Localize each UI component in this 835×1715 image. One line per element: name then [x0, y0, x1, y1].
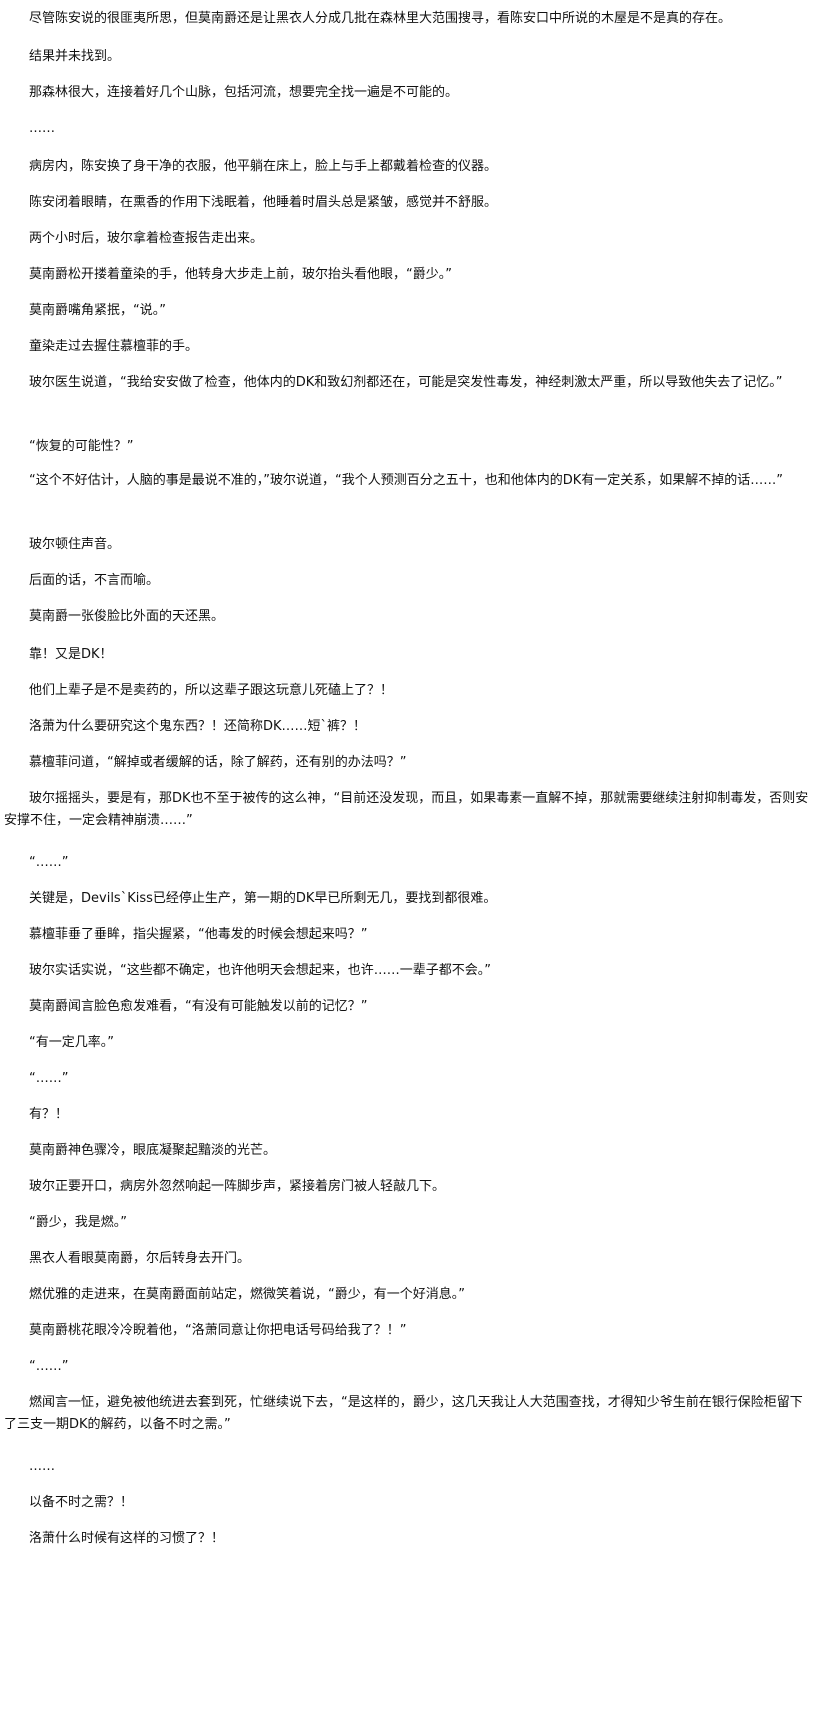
paragraph-text: 陈安闭着眼睛，在熏香的作用下浅眠着，他睡着时眉头总是紧皱，感觉并不舒服。: [29, 195, 498, 210]
paragraph-text: 莫南爵桃花眼冷冷睨着他，“洛萧同意让你把电话号码给我了？！”: [29, 1323, 407, 1338]
paragraph: 莫南爵闻言脸色愈发难看，“有没有可能触发以前的记忆？”: [29, 996, 815, 1018]
paragraph: 莫南爵神色骤冷，眼底凝聚起黯淡的光芒。: [29, 1140, 815, 1162]
paragraph: “有一定几率。”: [29, 1032, 815, 1054]
paragraph: 靠！又是DK！: [29, 644, 815, 666]
paragraph-text: 莫南爵嘴角紧抿，“说。”: [29, 303, 166, 318]
paragraph-text: 结果并未找到。: [29, 49, 121, 64]
paragraph: 两个小时后，玻尔拿着检查报告走出来。: [29, 228, 815, 250]
paragraph-text: 以备不时之需？！: [29, 1495, 134, 1510]
paragraph-text: ……: [29, 1459, 55, 1474]
paragraph-text: ……: [29, 121, 55, 136]
paragraph: 后面的话，不言而喻。: [29, 570, 815, 592]
paragraph: “……”: [29, 852, 815, 874]
paragraph: 玻尔摇摇头，要是有，那DK也不至于被传的这么神，“目前还没发现，而且，如果毒素一…: [4, 788, 815, 832]
paragraph: 以备不时之需？！: [29, 1492, 815, 1514]
paragraph-text: 黑衣人看眼莫南爵，尔后转身去开门。: [29, 1251, 251, 1266]
paragraph-text: 尽管陈安说的很匪夷所思，但莫南爵还是让黑衣人分成几批在森林里大范围搜寻，看陈安口…: [29, 11, 732, 26]
paragraph-text: “有一定几率。”: [29, 1035, 114, 1050]
paragraph: ……: [29, 118, 815, 140]
paragraph: 他们上辈子是不是卖药的，所以这辈子跟这玩意儿死磕上了？！: [29, 680, 815, 702]
paragraph-text: 他们上辈子是不是卖药的，所以这辈子跟这玩意儿死磕上了？！: [29, 683, 394, 698]
paragraph-text: 燃优雅的走进来，在莫南爵面前站定，燃微笑着说，“爵少，有一个好消息。”: [29, 1287, 465, 1302]
paragraph-text: 燃闻言一怔，避免被他统进去套到死，忙继续说下去，“是这样的，爵少，这几天我让人大…: [4, 1395, 803, 1432]
paragraph: 洛萧什么时候有这样的习惯了？！: [29, 1528, 815, 1550]
paragraph-text: 靠！又是DK！: [29, 647, 113, 662]
paragraph: 燃优雅的走进来，在莫南爵面前站定，燃微笑着说，“爵少，有一个好消息。”: [29, 1284, 815, 1306]
paragraph: 那森林很大，连接着好几个山脉，包括河流，想要完全找一遍是不可能的。: [29, 82, 815, 104]
paragraph: “恢复的可能性？”: [29, 436, 815, 458]
paragraph-text: 玻尔正要开口，病房外忽然响起一阵脚步声，紧接着房门被人轻敲几下。: [29, 1179, 446, 1194]
paragraph-text: “……”: [29, 855, 69, 870]
paragraph: 玻尔实话实说，“这些都不确定，也许他明天会想起来，也许……一辈子都不会。”: [29, 960, 815, 982]
paragraph-text: 慕檀菲垂了垂眸，指尖握紧，“他毒发的时候会想起来吗？”: [29, 927, 368, 942]
paragraph: 莫南爵桃花眼冷冷睨着他，“洛萧同意让你把电话号码给我了？！”: [29, 1320, 815, 1342]
paragraph: 玻尔顿住声音。: [29, 534, 815, 556]
paragraph: 童染走过去握住慕檀菲的手。: [29, 336, 815, 358]
paragraph-text: 童染走过去握住慕檀菲的手。: [29, 339, 199, 354]
paragraph-text: “这个不好估计，人脑的事是最说不准的，”玻尔说道，“我个人预测百分之五十，也和他…: [29, 473, 783, 488]
paragraph: 尽管陈安说的很匪夷所思，但莫南爵还是让黑衣人分成几批在森林里大范围搜寻，看陈安口…: [29, 8, 815, 30]
paragraph: 陈安闭着眼睛，在熏香的作用下浅眠着，他睡着时眉头总是紧皱，感觉并不舒服。: [29, 192, 815, 214]
paragraph: 黑衣人看眼莫南爵，尔后转身去开门。: [29, 1248, 815, 1270]
paragraph: 玻尔正要开口，病房外忽然响起一阵脚步声，紧接着房门被人轻敲几下。: [29, 1176, 815, 1198]
paragraph-text: 洛萧为什么要研究这个鬼东西？！还简称DK……短`裤？！: [29, 719, 367, 734]
paragraph: 莫南爵松开搂着童染的手，他转身大步走上前，玻尔抬头看他眼，“爵少。”: [29, 264, 815, 286]
paragraph-text: 玻尔医生说道，“我给安安做了检查，他体内的DK和致幻剂都还在，可能是突发性毒发，…: [29, 375, 783, 390]
paragraph-text: “恢复的可能性？”: [29, 439, 134, 454]
paragraph: 结果并未找到。: [29, 46, 815, 68]
paragraph-text: 玻尔摇摇头，要是有，那DK也不至于被传的这么神，“目前还没发现，而且，如果毒素一…: [4, 791, 809, 828]
paragraph-text: 莫南爵神色骤冷，眼底凝聚起黯淡的光芒。: [29, 1143, 277, 1158]
paragraph: ……: [29, 1456, 815, 1478]
paragraph-text: 莫南爵松开搂着童染的手，他转身大步走上前，玻尔抬头看他眼，“爵少。”: [29, 267, 452, 282]
paragraph-text: “……”: [29, 1359, 69, 1374]
paragraph-text: 慕檀菲问道，“解掉或者缓解的话，除了解药，还有别的办法吗？”: [29, 755, 407, 770]
paragraph-text: “……”: [29, 1071, 69, 1086]
paragraph-text: 洛萧什么时候有这样的习惯了？！: [29, 1531, 225, 1546]
paragraph-text: 关键是，Devils`Kiss已经停止生产，第一期的DK早已所剩无几，要找到都很…: [29, 891, 497, 906]
paragraph: “爵少，我是燃。”: [29, 1212, 815, 1234]
paragraph: 玻尔医生说道，“我给安安做了检查，他体内的DK和致幻剂都还在，可能是突发性毒发，…: [4, 372, 815, 394]
paragraph: “……”: [29, 1068, 815, 1090]
paragraph-text: 莫南爵一张俊脸比外面的天还黑。: [29, 609, 225, 624]
paragraph: 莫南爵一张俊脸比外面的天还黑。: [29, 606, 815, 628]
paragraph-text: 那森林很大，连接着好几个山脉，包括河流，想要完全找一遍是不可能的。: [29, 85, 459, 100]
paragraph: 洛萧为什么要研究这个鬼东西？！还简称DK……短`裤？！: [29, 716, 815, 738]
paragraph-text: 玻尔实话实说，“这些都不确定，也许他明天会想起来，也许……一辈子都不会。”: [29, 963, 491, 978]
paragraph-text: 两个小时后，玻尔拿着检查报告走出来。: [29, 231, 264, 246]
paragraph-text: 莫南爵闻言脸色愈发难看，“有没有可能触发以前的记忆？”: [29, 999, 368, 1014]
paragraph: 病房内，陈安换了身干净的衣服，他平躺在床上，脸上与手上都戴着检查的仪器。: [29, 156, 815, 178]
paragraph: 慕檀菲垂了垂眸，指尖握紧，“他毒发的时候会想起来吗？”: [29, 924, 815, 946]
paragraph-text: 病房内，陈安换了身干净的衣服，他平躺在床上，脸上与手上都戴着检查的仪器。: [29, 159, 498, 174]
paragraph-text: 玻尔顿住声音。: [29, 537, 121, 552]
paragraph-text: 有？！: [29, 1107, 69, 1122]
paragraph: 燃闻言一怔，避免被他统进去套到死，忙继续说下去，“是这样的，爵少，这几天我让人大…: [4, 1392, 815, 1436]
paragraph-text: 后面的话，不言而喻。: [29, 573, 160, 588]
paragraph-text: “爵少，我是燃。”: [29, 1215, 127, 1230]
paragraph: 关键是，Devils`Kiss已经停止生产，第一期的DK早已所剩无几，要找到都很…: [29, 888, 815, 910]
paragraph: “……”: [29, 1356, 815, 1378]
paragraph: “这个不好估计，人脑的事是最说不准的，”玻尔说道，“我个人预测百分之五十，也和他…: [4, 470, 815, 492]
paragraph: 有？！: [29, 1104, 815, 1126]
paragraph: 莫南爵嘴角紧抿，“说。”: [29, 300, 815, 322]
paragraph: 慕檀菲问道，“解掉或者缓解的话，除了解药，还有别的办法吗？”: [29, 752, 815, 774]
